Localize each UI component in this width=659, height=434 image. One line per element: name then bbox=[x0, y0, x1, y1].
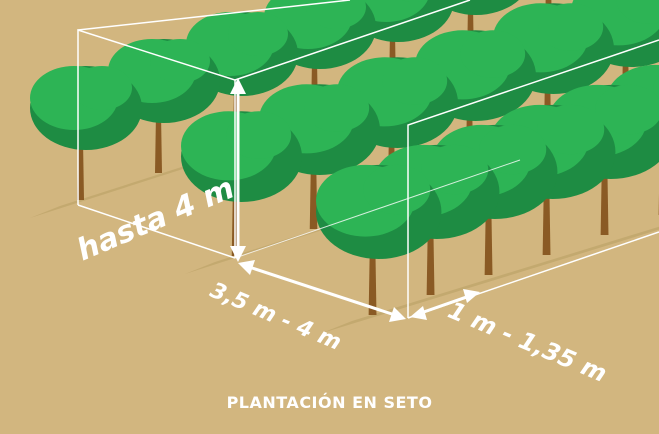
tree-canopy-top bbox=[479, 124, 547, 175]
tree-canopy-top bbox=[363, 164, 431, 215]
tree-canopy-top bbox=[304, 84, 370, 132]
tree bbox=[181, 111, 302, 256]
front-row bbox=[316, 64, 659, 315]
ground-diagonal-left bbox=[77, 204, 236, 259]
tree-trunk bbox=[600, 167, 609, 235]
dimension-annotations bbox=[77, 0, 659, 322]
height-box-top-edge bbox=[77, 0, 351, 31]
tree-canopy-top bbox=[382, 57, 448, 105]
row-spacing-arrow-head-right bbox=[389, 307, 406, 322]
tree-canopy-top bbox=[595, 84, 659, 135]
hedge-rows bbox=[30, 0, 659, 315]
back-row-base-edge bbox=[234, 159, 521, 259]
tree-canopy-top bbox=[306, 0, 366, 29]
tree-trunk bbox=[426, 227, 435, 295]
tree bbox=[316, 164, 442, 315]
row-spacing-arrow bbox=[245, 264, 399, 318]
tree-canopy-top bbox=[537, 104, 605, 155]
middle-row bbox=[181, 0, 659, 256]
tree-canopy-top bbox=[421, 144, 489, 195]
plant-spacing-arrow-head-right bbox=[463, 289, 480, 303]
plant-spacing-arrow-head-left bbox=[410, 306, 427, 320]
tree-canopy-top bbox=[460, 30, 526, 78]
tree-trunk bbox=[484, 207, 493, 275]
tree-trunk bbox=[309, 164, 318, 229]
tree-canopy-shade bbox=[433, 0, 519, 15]
plant-spacing-arrow bbox=[417, 293, 473, 316]
height-box-outline bbox=[77, 28, 236, 258]
tree-trunk bbox=[368, 247, 377, 315]
tree-canopy-top bbox=[538, 3, 604, 51]
tree-canopy-top bbox=[616, 0, 659, 24]
diagram-caption: PLANTACIÓN EN SETO bbox=[226, 393, 433, 412]
height-arrow-head-top bbox=[230, 78, 246, 94]
tree-canopy-top bbox=[401, 0, 427, 2]
tree-canopy-top bbox=[150, 39, 210, 83]
tree-trunk bbox=[542, 187, 551, 255]
tree-canopy-top bbox=[226, 111, 292, 159]
tree bbox=[30, 66, 142, 200]
height-arrow-head-bottom bbox=[230, 246, 246, 262]
ground-shadow bbox=[322, 226, 659, 333]
tree-canopy-top bbox=[228, 12, 288, 56]
row-spacing-arrow-head-left bbox=[238, 260, 255, 275]
height-box-mid-edge bbox=[234, 0, 471, 81]
tree-canopy-top bbox=[72, 66, 132, 110]
front-row-box-outline bbox=[407, 39, 659, 318]
tree-trunk bbox=[155, 113, 162, 173]
